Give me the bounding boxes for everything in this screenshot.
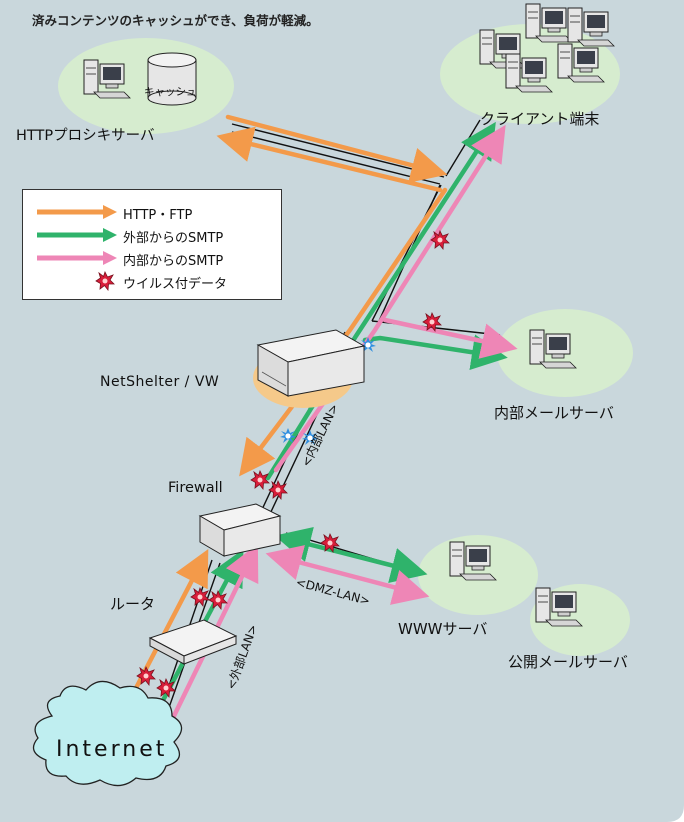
www-server-label: WWWサーバ — [398, 620, 488, 638]
internet-cloud-icon — [32, 680, 183, 787]
legend-label: ウイルス付データ — [123, 277, 228, 292]
firewall-label: Firewall — [168, 480, 223, 496]
orange-arrow-icon — [37, 205, 117, 219]
netshelter-label: NetShelter / VW — [100, 374, 220, 390]
legend-label: HTTP・FTP — [123, 208, 193, 223]
legend: HTTP・FTP 外部からのSMTP 内部からのSMTP ウイルス付データ — [22, 189, 282, 300]
router-icon — [148, 619, 238, 665]
firewall-appliance-icon — [198, 503, 282, 557]
green-arrow-icon — [37, 228, 117, 242]
legend-label: 内部からのSMTP — [123, 254, 224, 269]
virus-icon — [95, 271, 115, 291]
legend-item-http: HTTP・FTP — [23, 202, 281, 223]
internet-label: Internet — [56, 737, 168, 762]
proxy-server-label: HTTPプロシキサーバ — [16, 128, 155, 144]
internal-mail-server-label: 内部メールサーバ — [494, 404, 614, 422]
caption-text: 済みコンテンツのキャッシュができ、負荷が軽減。 — [32, 13, 319, 28]
router-label: ルータ — [110, 595, 156, 613]
legend-item-virus: ウイルス付データ — [23, 271, 281, 292]
netshelter-appliance-icon — [256, 329, 366, 397]
pink-arrow-icon — [37, 251, 117, 265]
client-terminals-label: クライアント端末 — [480, 110, 600, 128]
legend-item-smtp-outbound: 内部からのSMTP — [23, 248, 281, 269]
public-mail-server-label: 公開メールサーバ — [508, 653, 628, 671]
cache-label: キャッシュ — [144, 86, 197, 98]
proxy-server-icon — [83, 52, 197, 106]
legend-label: 外部からのSMTP — [123, 231, 224, 246]
legend-item-smtp-inbound: 外部からのSMTP — [23, 225, 281, 246]
